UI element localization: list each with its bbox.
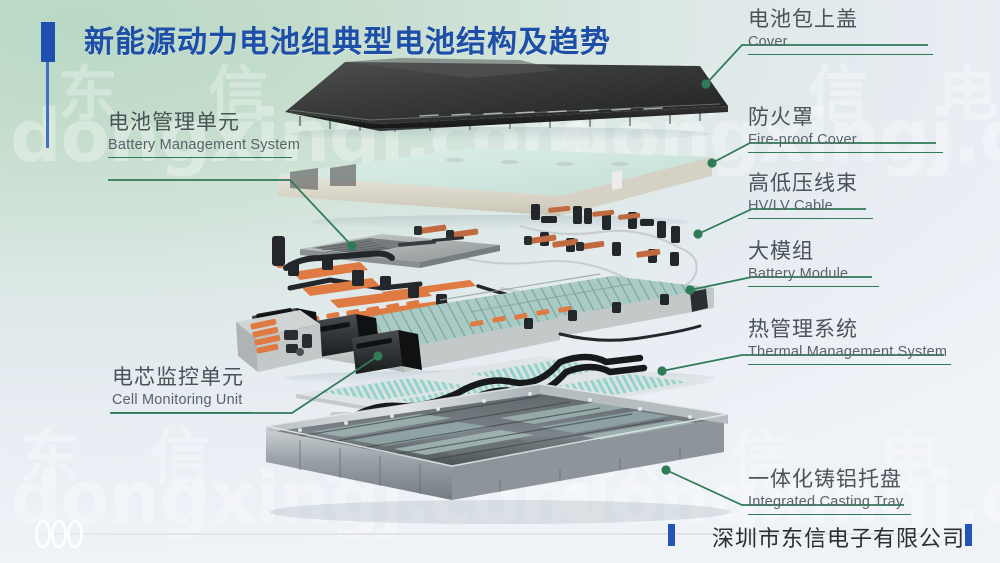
callout-cmu-cn: 电芯监控单元 <box>112 365 244 389</box>
callout-fireproof[interactable]: 防火罩 Fire-proof Cover <box>748 105 943 154</box>
title-accent-bar <box>41 22 55 62</box>
callout-cover[interactable]: 电池包上盖 Cover <box>748 7 933 56</box>
callout-module-en: Battery Module <box>748 265 849 282</box>
callout-bms[interactable]: 电池管理单元 Battery Management System <box>108 110 300 159</box>
callout-bms-cn: 电池管理单元 <box>108 110 240 134</box>
integrated-casting-tray <box>265 383 730 524</box>
watermark-cn: 东 <box>600 424 664 494</box>
callout-cover-rule <box>748 53 933 56</box>
callout-thermal-en: Thermal Management System <box>748 343 948 360</box>
title-accent-stem <box>46 62 49 148</box>
footer-tick-right <box>965 524 972 546</box>
watermark-cn: 信 <box>150 424 214 494</box>
thermal-management-cooling-plate <box>295 353 712 439</box>
callout-thermal-cn: 热管理系统 <box>748 317 858 341</box>
callout-hvlv-cn: 高低压线束 <box>748 171 858 195</box>
fire-proof-cover <box>278 148 712 229</box>
leader-bms <box>108 179 353 247</box>
callout-hvlv-rule <box>748 217 873 220</box>
callout-thermal[interactable]: 热管理系统 Thermal Management System <box>748 317 951 366</box>
watermark-cn: 电 <box>300 424 364 494</box>
watermark-cn: 电 <box>938 60 1000 130</box>
callout-fireproof-en: Fire-proof Cover <box>748 131 857 148</box>
hv-lv-cable-harness <box>414 204 698 311</box>
callout-fireproof-rule <box>748 151 943 154</box>
high-voltage-busbar-assembly <box>272 236 642 344</box>
callout-cover-en: Cover <box>748 33 788 50</box>
callout-tray-cn: 一体化铸铝托盘 <box>748 467 902 491</box>
callout-bms-rule <box>108 156 292 159</box>
callout-thermal-rule <box>748 363 951 366</box>
watermark-cn: 东 <box>20 424 84 494</box>
callout-cover-cn: 电池包上盖 <box>748 7 858 31</box>
callout-tray-rule <box>748 513 911 516</box>
watermark-cn: 东 <box>658 60 722 130</box>
callout-module-rule <box>748 285 879 288</box>
callout-tray-en: Integrated Casting Tray <box>748 493 904 510</box>
footer-tick-left <box>668 524 675 546</box>
callout-cmu[interactable]: 电芯监控单元 Cell Monitoring Unit <box>112 365 253 414</box>
callout-bms-en: Battery Management System <box>108 136 300 153</box>
battery-management-system-board <box>300 234 500 268</box>
callout-fireproof-cn: 防火罩 <box>748 105 814 129</box>
footer-divider <box>0 533 1000 535</box>
callout-module[interactable]: 大模组 Battery Module <box>748 239 879 288</box>
callout-hvlv[interactable]: 高低压线束 HV/LV Cable <box>748 171 873 220</box>
company-name: 深圳市东信电子有限公司 <box>712 527 966 552</box>
watermark-cn: 子 <box>450 424 514 494</box>
page-title: 新能源动力电池组典型电池结构及趋势 <box>84 25 611 60</box>
watermark-en: dongxingj.com <box>10 94 595 178</box>
cell-monitoring-units <box>252 308 422 374</box>
leader-dots <box>347 79 717 475</box>
battery-module-layer <box>285 273 715 386</box>
hv-junction-box <box>236 310 322 372</box>
callout-hvlv-en: HV/LV Cable <box>748 197 833 214</box>
three-rings-logo <box>35 519 83 549</box>
callout-cmu-en: Cell Monitoring Unit <box>112 391 243 408</box>
callout-cmu-rule <box>112 411 253 414</box>
watermark-en: dongxingj.com <box>10 456 595 540</box>
callout-module-cn: 大模组 <box>748 239 814 263</box>
callout-tray[interactable]: 一体化铸铝托盘 Integrated Casting Tray <box>748 467 911 516</box>
pack-upper-cover <box>285 58 728 141</box>
